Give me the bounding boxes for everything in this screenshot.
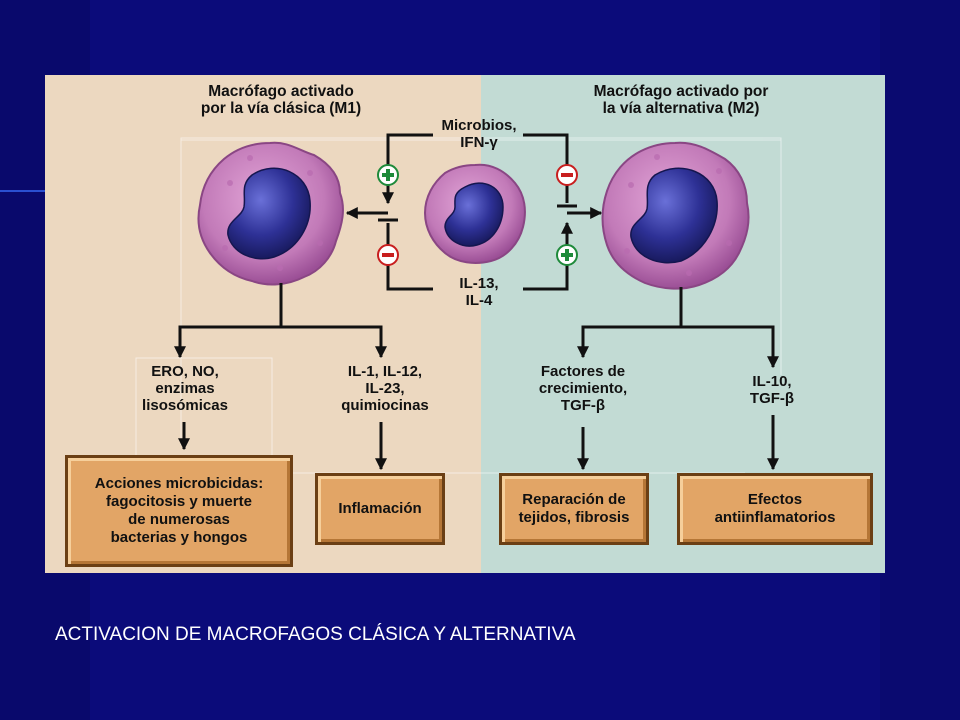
background-band-right: [880, 0, 960, 720]
background-accent-line: [0, 190, 45, 192]
stimulus-il13-il4: IL-13, IL-4: [459, 275, 499, 309]
slide-caption: ACTIVACION DE MACROFAGOS CLÁSICA Y ALTER…: [55, 624, 576, 645]
minus-sign-icon: [556, 164, 578, 186]
diagram-panel: Macrófago activado por la vía clásica (M…: [45, 75, 885, 573]
m2-product-il10-tgfb: IL-10, TGF-β: [749, 373, 795, 407]
minus-sign-icon: [377, 244, 399, 266]
outcome-box-microbicidal: Acciones microbicidas: fagocitosis y mue…: [65, 455, 293, 567]
outcome-box-antiinflammatory: Efectos antiinflamatorios: [677, 473, 873, 545]
plus-sign-icon: [556, 244, 578, 266]
m1-title: Macrófago activado por la vía clásica (M…: [200, 83, 362, 117]
outcome-box-tissue-repair: Reparación de tejidos, fibrosis: [499, 473, 649, 545]
m2-title: Macrófago activado por la vía alternativ…: [593, 83, 769, 117]
m1-product-cytokines: IL-1, IL-12, IL-23, quimiocinas: [341, 363, 429, 414]
plus-sign-icon: [377, 164, 399, 186]
m1-product-ero-no: ERO, NO, enzimas lisosómicas: [142, 363, 228, 414]
macrophage-cell-icon: [197, 141, 344, 286]
m2-product-growth-factors: Factores de crecimiento, TGF-β: [538, 363, 628, 414]
stimulus-microbes-ifn: Microbios, IFN-γ: [441, 117, 517, 151]
macrophage-cell-icon: [601, 141, 750, 290]
outcome-box-inflammation: Inflamación: [315, 473, 445, 545]
macrophage-cell-icon: [423, 163, 526, 264]
regulation-lines: [174, 133, 779, 471]
